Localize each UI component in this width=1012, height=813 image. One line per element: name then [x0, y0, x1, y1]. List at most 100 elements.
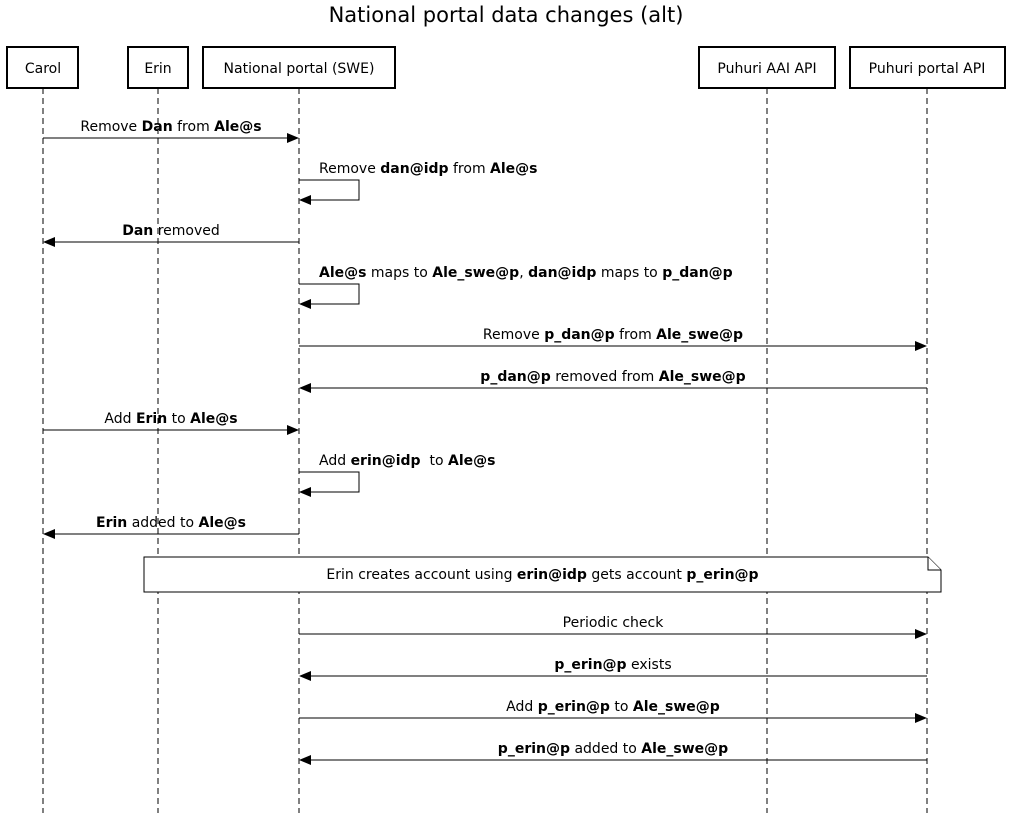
actor-box-portal	[849, 46, 1006, 89]
arrowhead	[299, 299, 311, 309]
actor-np: National portal (SWE)	[202, 46, 396, 813]
label-part: p_erin@p	[538, 699, 610, 715]
label-part: dan@idp	[528, 265, 596, 281]
label-part: from	[173, 119, 214, 135]
actor-label-erin: Erin	[144, 61, 171, 77]
arrowhead	[299, 671, 311, 681]
label-part: Ale@s	[319, 265, 366, 281]
arrowhead	[287, 425, 299, 435]
message: Remove p_dan@p from Ale_swe@p	[299, 327, 927, 351]
label-part: Add	[319, 453, 351, 469]
message: Periodic check	[299, 615, 927, 639]
actor-box-np	[202, 46, 396, 89]
message-label: p_erin@p exists	[554, 657, 671, 673]
message-label: Add p_erin@p to Ale_swe@p	[506, 699, 720, 715]
message-label: Dan removed	[122, 223, 220, 239]
note: Erin creates account using erin@idp gets…	[143, 556, 942, 593]
message-line	[299, 283, 360, 305]
message-label: p_erin@p added to Ale_swe@p	[498, 741, 728, 757]
label-part: p_erin@p	[498, 741, 570, 757]
label-part: Remove	[80, 119, 141, 135]
label-part: Ale@s	[190, 411, 237, 427]
arrowhead	[299, 755, 311, 765]
label-part: p_dan@p	[480, 369, 550, 385]
arrowhead	[287, 133, 299, 143]
message: Add Erin to Ale@s	[43, 411, 299, 435]
arrowhead	[299, 383, 311, 393]
message-line	[299, 179, 360, 201]
note-fold	[927, 557, 941, 571]
arrowhead	[299, 487, 311, 497]
message-label: Add erin@idp to Ale@s	[319, 453, 495, 469]
label-part: to	[610, 699, 633, 715]
label-part: Ale@s	[448, 453, 495, 469]
message-label: p_dan@p removed from Ale_swe@p	[480, 369, 745, 385]
label-part: Periodic check	[563, 615, 665, 631]
message: Remove dan@idp from Ale@s	[299, 161, 538, 205]
label-part: p_dan@p	[544, 327, 614, 343]
actor-box-carol	[6, 46, 79, 89]
label-part: p_dan@p	[662, 265, 732, 281]
message: Add p_erin@p to Ale_swe@p	[299, 699, 927, 723]
message-label: Ale@s maps to Ale_swe@p, dan@idp maps to…	[319, 265, 733, 281]
actor-label-portal: Puhuri portal API	[869, 61, 986, 77]
label-part: maps to	[596, 265, 662, 281]
arrowhead	[299, 195, 311, 205]
actor-label-np: National portal (SWE)	[224, 61, 375, 77]
label-part: Remove	[319, 161, 380, 177]
label-part: from	[449, 161, 490, 177]
arrowhead	[915, 629, 927, 639]
message-line	[299, 471, 360, 493]
label-part: Add	[104, 411, 136, 427]
actor-portal: Puhuri portal API	[849, 46, 1006, 813]
message: p_dan@p removed from Ale_swe@p	[299, 369, 927, 393]
actor-box-aai	[698, 46, 836, 89]
label-part: Dan	[142, 119, 173, 135]
message-label: Erin added to Ale@s	[96, 515, 246, 531]
label-part: p_erin@p	[686, 567, 758, 583]
label-part: gets account	[587, 567, 686, 583]
label-part: Erin	[136, 411, 167, 427]
actor-label-aai: Puhuri AAI API	[717, 61, 816, 77]
label-part: Ale@s	[214, 119, 261, 135]
message: Dan removed	[43, 223, 299, 247]
message-label: Periodic check	[563, 615, 665, 631]
label-part: Dan	[122, 223, 153, 239]
label-part: Add	[506, 699, 538, 715]
message: Remove Dan from Ale@s	[43, 119, 299, 143]
label-part: Ale_swe@p	[641, 741, 728, 757]
message-label: Remove Dan from Ale@s	[80, 119, 261, 135]
actor-aai: Puhuri AAI API	[698, 46, 836, 813]
label-part: erin@idp	[351, 453, 421, 469]
actor-label-carol: Carol	[25, 61, 61, 77]
arrowhead	[43, 529, 55, 539]
label-part: p_erin@p	[554, 657, 626, 673]
arrowhead	[915, 713, 927, 723]
message-label: Remove dan@idp from Ale@s	[319, 161, 538, 177]
label-part: Ale_swe@p	[432, 265, 519, 281]
label-part: Ale_swe@p	[656, 327, 743, 343]
label-part: maps to	[366, 265, 432, 281]
label-part: Ale@s	[199, 515, 246, 531]
label-part: to	[167, 411, 190, 427]
message-label: Add Erin to Ale@s	[104, 411, 237, 427]
label-part: removed from	[551, 369, 659, 385]
message: p_erin@p added to Ale_swe@p	[299, 741, 927, 765]
label-part: Ale_swe@p	[659, 369, 746, 385]
diagram-title: National portal data changes (alt)	[329, 3, 684, 27]
actor-carol: Carol	[6, 46, 79, 813]
label-part: Erin	[96, 515, 127, 531]
label-part: ,	[519, 265, 528, 281]
message: Ale@s maps to Ale_swe@p, dan@idp maps to…	[299, 265, 733, 309]
label-part: removed	[153, 223, 220, 239]
label-part: from	[615, 327, 656, 343]
label-part: Remove	[483, 327, 544, 343]
label-part: added to	[570, 741, 641, 757]
label-part: erin@idp	[517, 567, 587, 583]
label-part: to	[421, 453, 448, 469]
arrowhead	[915, 341, 927, 351]
arrowhead	[43, 237, 55, 247]
